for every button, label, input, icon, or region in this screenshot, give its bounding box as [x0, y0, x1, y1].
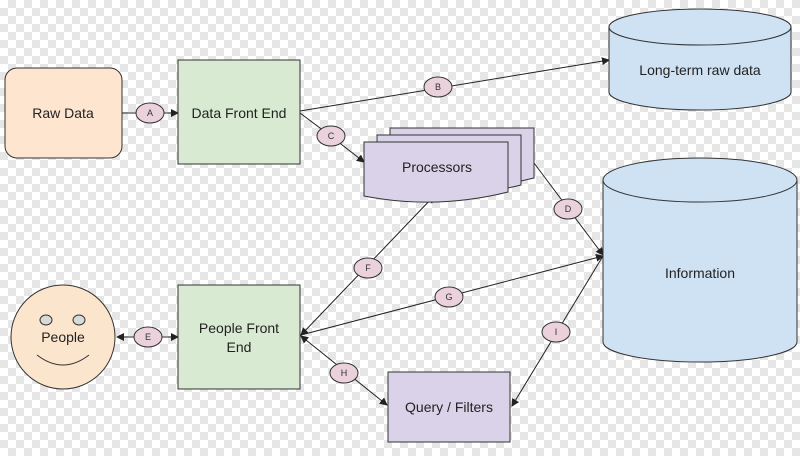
people-front-end-label-line2: End — [227, 339, 252, 355]
raw-data-label: Raw Data — [32, 105, 94, 121]
connector-c-label: C — [328, 131, 335, 141]
long-term-storage-node: Long-term raw data — [608, 8, 792, 111]
connector-d-label: D — [565, 204, 572, 214]
right-eye-icon — [72, 314, 86, 326]
connector-i-label: I — [555, 327, 558, 337]
connector-d: D — [553, 198, 583, 220]
processors-label: Processors — [402, 159, 472, 175]
connector-f: F — [353, 257, 383, 279]
connector-b-label: B — [435, 82, 441, 92]
connector-c: C — [316, 125, 346, 147]
query-filters-node: Query / Filters — [387, 371, 511, 443]
data-front-end-node: Data Front End — [177, 59, 301, 165]
smile-icon — [36, 354, 90, 366]
people-front-end-node: People Front End — [177, 284, 301, 390]
connector-g: G — [434, 286, 464, 308]
connector-f-label: F — [365, 263, 371, 273]
connector-h: H — [329, 362, 359, 384]
connector-i: I — [541, 321, 571, 343]
connector-a-label: A — [147, 108, 153, 118]
connector-b: B — [423, 76, 453, 98]
raw-data-node: Raw Data — [4, 67, 123, 159]
connector-e-label: E — [145, 332, 151, 342]
people-label: People — [41, 329, 85, 345]
edge-data-front-end-to-long-term — [299, 57, 610, 112]
query-filters-label: Query / Filters — [405, 399, 493, 415]
people-node: People — [10, 284, 116, 390]
connector-g-label: G — [445, 292, 452, 302]
left-eye-icon — [39, 314, 53, 326]
connector-h-label: H — [341, 368, 348, 378]
long-term-label: Long-term raw data — [639, 62, 761, 78]
processors-node: Processors — [363, 127, 535, 203]
information-storage-node: Information — [602, 157, 798, 363]
information-label: Information — [665, 265, 735, 281]
connector-e: E — [133, 326, 163, 348]
connector-labels: A B C D E F G H — [133, 76, 583, 384]
connector-a: A — [135, 102, 165, 124]
data-front-end-label: Data Front End — [192, 105, 287, 121]
people-front-end-label-line1: People Front — [199, 320, 279, 336]
